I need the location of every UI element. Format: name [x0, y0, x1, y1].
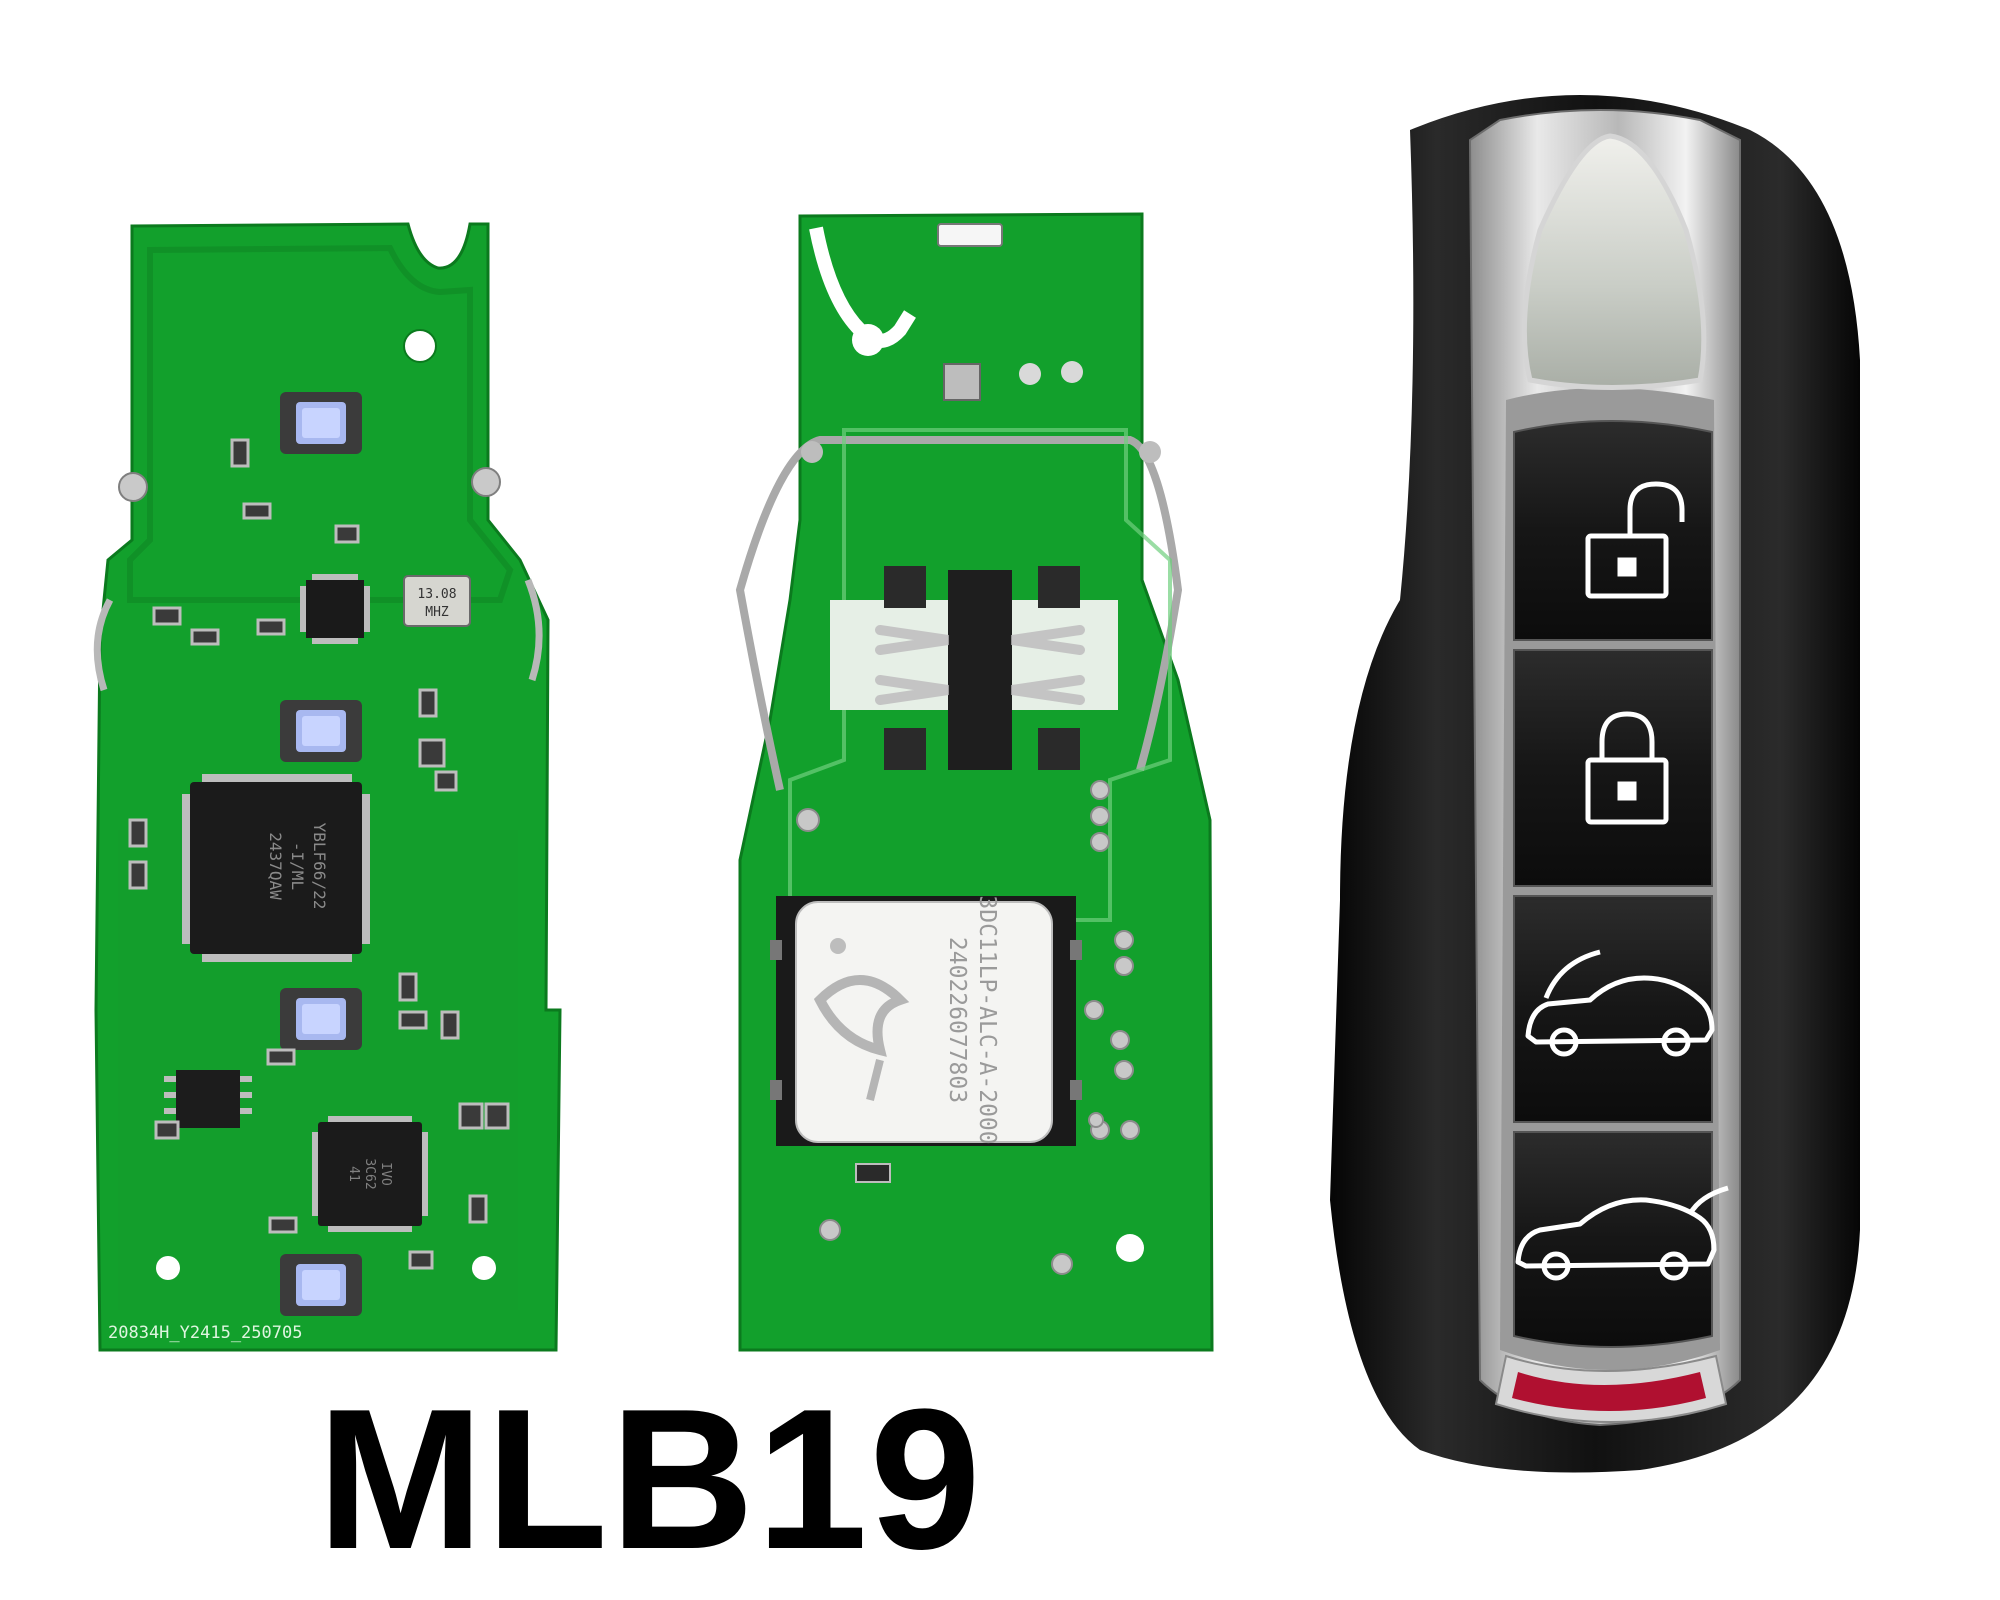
- car-trunk-open-icon: [1515, 1185, 1729, 1281]
- pcb-front: 13.08 MHZ YBLF66/22 -I/ML 2437QAW: [93, 222, 562, 1352]
- mcu-line-1: YBLF66/22: [310, 823, 329, 910]
- secondary-ic: IVO 3C62 41: [312, 1116, 428, 1232]
- module-line-2: 240226077803: [944, 937, 970, 1103]
- rf-chip: [300, 574, 370, 644]
- crystal-line-1: 13.08: [417, 587, 456, 602]
- unlock-button[interactable]: [1513, 420, 1713, 641]
- front-trunk-button[interactable]: [1513, 895, 1715, 1123]
- rear-trunk-button[interactable]: [1513, 1131, 1729, 1348]
- unlocked-padlock-icon: [1585, 481, 1685, 599]
- battery-spring-right: [524, 578, 543, 682]
- mcu-chip: YBLF66/22 -I/ML 2437QAW: [182, 774, 370, 962]
- panic-button-lens: [1521, 133, 1707, 390]
- solder-pads: [796, 780, 1140, 1275]
- crystal-oscillator: 13.08 MHZ: [403, 575, 471, 627]
- crystal-line-2: MHZ: [425, 605, 449, 620]
- mcu-line-3: 2437QAW: [266, 832, 285, 900]
- small-ic-soic: [164, 1070, 252, 1128]
- model-title: MLB19: [317, 1368, 983, 1591]
- car-hood-open-icon: [1525, 949, 1715, 1057]
- battery-spring-left: [93, 598, 114, 692]
- silkscreen-label: 20834H_Y2415_250705: [108, 1323, 302, 1343]
- pcb-back: 3DC11LP-ALC-A-2000 240226077803: [735, 212, 1214, 1352]
- mcu-line-2: -I/ML: [288, 842, 307, 890]
- lock-button[interactable]: [1513, 649, 1713, 887]
- battery-clip: [735, 436, 1183, 791]
- tactile-switch-4: [280, 1254, 362, 1316]
- battery-contact: [830, 566, 1118, 770]
- secondary-ic-line-2: 3C62: [362, 1158, 377, 1189]
- tactile-switch-2: [280, 700, 362, 762]
- key-fob: [1330, 95, 1860, 1473]
- tactile-switch-1: [280, 392, 362, 454]
- secondary-ic-line-3: 41: [346, 1166, 361, 1182]
- secondary-ic-line-1: IVO: [378, 1162, 393, 1186]
- tactile-switch-3: [280, 988, 362, 1050]
- passive-components: [128, 438, 510, 1270]
- locked-padlock-icon: [1585, 711, 1669, 825]
- module-line-1: 3DC11LP-ALC-A-2000: [974, 895, 1000, 1144]
- transceiver-module: 3DC11LP-ALC-A-2000 240226077803: [770, 895, 1082, 1146]
